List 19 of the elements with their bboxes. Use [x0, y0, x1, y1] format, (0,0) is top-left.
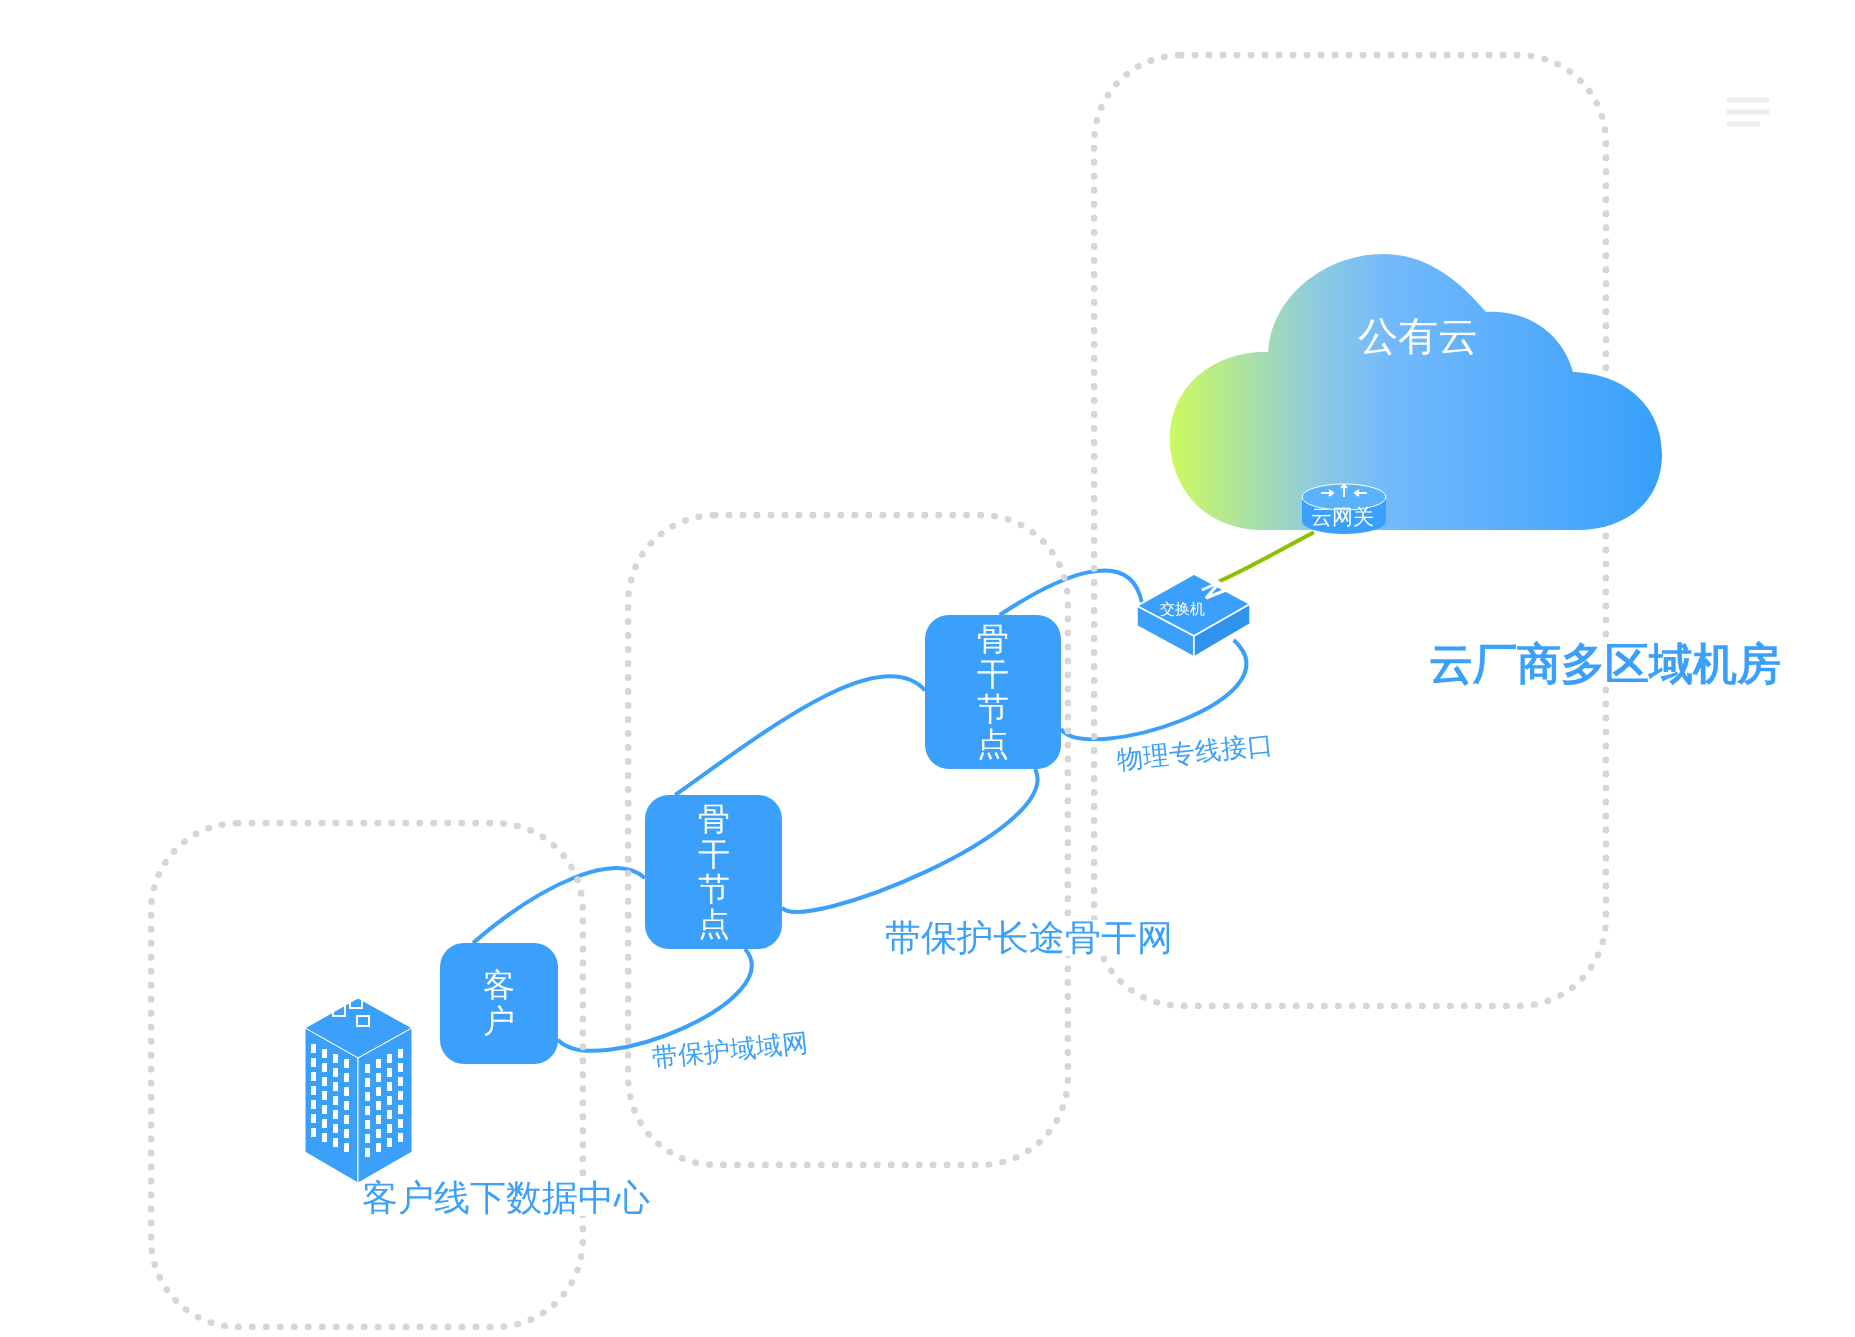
- network-node: [925, 615, 1061, 769]
- network-link: [998, 568, 1144, 617]
- gateway-label: 云网关: [1311, 507, 1374, 528]
- zone-title: 云厂商多区域机房: [1429, 642, 1781, 686]
- network-node: [440, 943, 558, 1064]
- node-label: 骨干节点: [697, 801, 730, 943]
- node-label: 骨干节点: [977, 621, 1009, 763]
- network-link: [1059, 638, 1248, 741]
- network-link: [673, 674, 927, 797]
- network-link: [1217, 530, 1315, 584]
- node-label: 客户: [483, 968, 515, 1039]
- network-link: [471, 866, 647, 945]
- network-link: [556, 948, 754, 1053]
- cloud-title: 公有云: [1358, 316, 1478, 356]
- network-link: [781, 768, 1039, 914]
- network-node: [645, 795, 782, 949]
- zone-title: 客户线下数据中心: [362, 1180, 650, 1216]
- zone-title: 带保护长途骨干网: [885, 920, 1173, 956]
- switch-label: 交换机: [1160, 602, 1205, 617]
